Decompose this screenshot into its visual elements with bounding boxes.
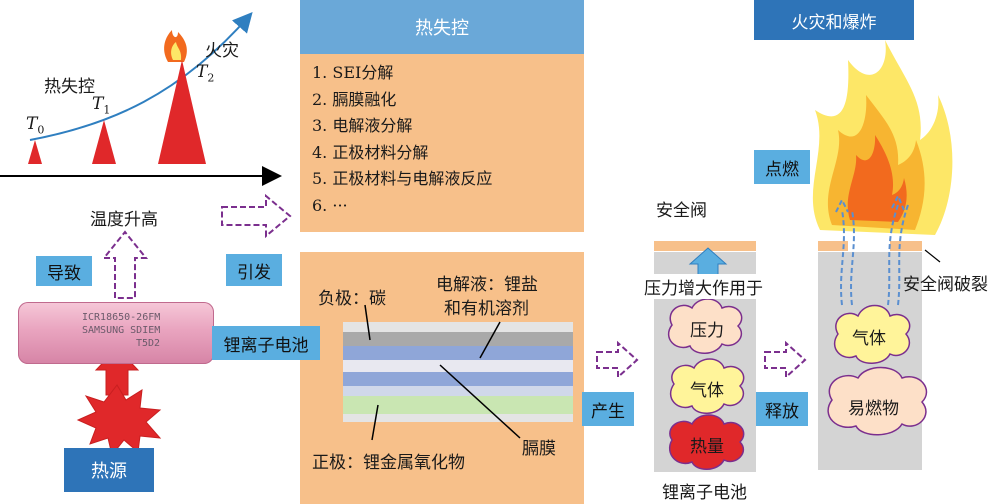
release-arrow (764, 340, 807, 380)
heat-source-badge: 热源 (64, 448, 154, 492)
electrolyte-leader (479, 321, 501, 359)
produce-badge: 产生 (582, 392, 634, 426)
step-3: 3. 电解液分解 (312, 116, 413, 135)
gas-flow-arrows (835, 193, 909, 306)
fire-header-badge: 火灾和爆炸 (754, 0, 914, 40)
temperature-rise-label: 温度升高 (90, 210, 158, 230)
pressure-acts-label: 压力增大作用于 (644, 274, 763, 299)
gas-label: 气体 (690, 381, 724, 401)
fire-curve-label: 火灾 (205, 41, 239, 61)
pressure-cloud (667, 298, 743, 354)
step-1: 1. SEI分解 (312, 63, 394, 82)
electrolyte-label-2: 和有机溶剂 (444, 299, 529, 319)
triangle-t0 (28, 140, 42, 164)
electrolyte-label-1: 电解液：锂盐 (436, 275, 538, 295)
pressure-label: 压力 (690, 321, 724, 341)
separator-leader (439, 364, 521, 439)
anode-leader (364, 304, 371, 341)
explosion-icon (76, 384, 162, 457)
step-6: 6. ··· (312, 195, 348, 215)
ignite-badge: 点燃 (754, 150, 810, 184)
valve-rupture-leader (924, 249, 941, 263)
triangle-t2 (158, 60, 206, 164)
runaway-header-text: 热失控 (415, 18, 469, 39)
cathode-label: 正极：锂金属氧化物 (312, 453, 465, 473)
battery2-caption: 锂离子电池 (662, 483, 747, 503)
t2-label: T2 (196, 62, 215, 85)
runaway-header: 热失控 (300, 0, 584, 54)
leads-to-badge: 导致 (36, 256, 92, 286)
fire-gas-label: 气体 (852, 329, 886, 349)
produce-arrow (596, 340, 639, 380)
battery-print-3: T5D2 (136, 338, 161, 349)
cathode-leader (371, 404, 379, 441)
runaway-panel: 热失控 1. SEI分解 2. 膈膜融化 3. 电解液分解 4. 正极材料分解 … (300, 0, 584, 232)
heat-label: 热量 (690, 437, 724, 457)
separator-label: 膈膜 (522, 439, 556, 459)
big-fire-icon (812, 40, 953, 235)
step-5: 5. 正极材料与电解液反应 (312, 169, 493, 188)
cell-layers (343, 322, 573, 422)
step-2: 2. 膈膜融化 (312, 89, 397, 109)
flammable-label: 易燃物 (848, 399, 899, 419)
release-badge: 释放 (756, 392, 808, 426)
fire-icon (164, 30, 187, 62)
t0-label: T0 (26, 114, 45, 137)
step-4: 4. 正极材料分解 (312, 142, 429, 162)
trigger-arrow (221, 193, 292, 239)
t1-label: T1 (92, 94, 111, 117)
heat-cloud (669, 414, 745, 470)
valve-rupture-label: 安全阀破裂 (903, 275, 988, 295)
thermal-runaway-curve-label: 热失控 (44, 77, 95, 97)
flammable-cloud (827, 366, 928, 436)
battery-print-1: ICR18650-26FM (82, 312, 161, 323)
runaway-steps: 1. SEI分解 2. 膈膜融化 3. 电解液分解 4. 正极材料分解 5. 正… (312, 60, 492, 219)
battery-photo: ICR18650-26FM SAMSUNG SDIEM T5D2 (18, 302, 214, 364)
fire-gas-cloud (833, 304, 911, 364)
gas-cloud (669, 358, 745, 414)
leads-to-arrow (101, 230, 149, 299)
battery-print-2: SAMSUNG SDIEM (82, 325, 161, 336)
temperature-curve (29, 11, 253, 141)
triangle-t1 (92, 120, 116, 164)
anode-label: 负极：碳 (318, 289, 386, 309)
valve-label: 安全阀 (656, 201, 707, 221)
battery-label-badge: 锂离子电池 (212, 326, 320, 360)
trigger-badge: 引发 (226, 254, 282, 286)
